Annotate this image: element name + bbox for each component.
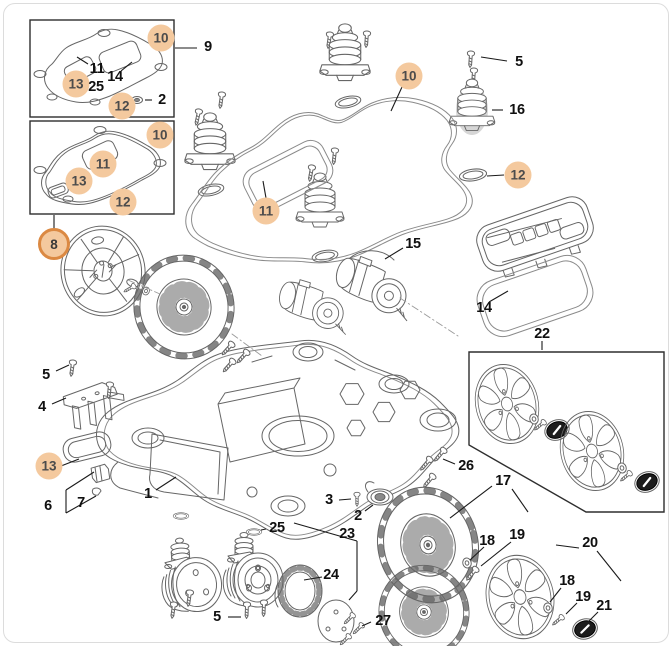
leader-line (120, 61, 133, 72)
callout-10[interactable]: 10 (395, 62, 423, 90)
callout-4[interactable]: 4 (38, 399, 46, 415)
callout-11[interactable]: 11 (89, 61, 105, 77)
group-box (29, 19, 175, 118)
leader-line (361, 621, 372, 627)
leader-line (65, 471, 95, 491)
leader-line (55, 364, 70, 372)
leader-line (449, 485, 493, 519)
leader-line (262, 180, 267, 199)
chassis (95, 339, 460, 540)
callout-2[interactable]: 2 (354, 508, 362, 524)
callout-13[interactable]: 13 (65, 167, 93, 195)
callout-13[interactable]: 13 (35, 452, 63, 480)
callout-2[interactable]: 2 (158, 92, 166, 108)
leader-line (65, 495, 97, 514)
callout-18[interactable]: 18 (559, 573, 575, 589)
callout-8[interactable]: 8 (38, 228, 70, 260)
callout-12[interactable]: 12 (109, 188, 137, 216)
drive-motors (274, 250, 459, 337)
wheel-drum (274, 564, 323, 618)
callout-19[interactable]: 19 (575, 589, 591, 605)
leader-line (76, 56, 89, 65)
callout-5[interactable]: 5 (515, 54, 523, 70)
damper-16 (448, 78, 496, 135)
callout-26[interactable]: 26 (458, 458, 474, 474)
drum-cap (317, 599, 355, 643)
leader-line (555, 544, 580, 549)
leader-line (338, 498, 352, 501)
callout-12[interactable]: 12 (108, 92, 136, 120)
leader-line (260, 528, 267, 531)
group-box (468, 351, 665, 513)
callout-25[interactable]: 25 (88, 79, 104, 95)
leader-lines (51, 47, 622, 627)
leader-line (486, 174, 505, 177)
leader-line (549, 587, 562, 603)
leader-line (60, 458, 80, 467)
dampers (184, 23, 496, 265)
grommet-2 (365, 481, 394, 506)
group-box (29, 120, 175, 215)
callout-16[interactable]: 16 (509, 102, 525, 118)
leader-line (293, 522, 358, 542)
leader-line (596, 550, 622, 582)
leader-line (303, 576, 323, 581)
leader-line (480, 541, 512, 567)
leader-line (348, 590, 358, 601)
callout-5[interactable]: 5 (213, 609, 221, 625)
leader-line (51, 397, 67, 405)
callout-25[interactable]: 25 (269, 520, 285, 536)
gear-unit-center (222, 532, 284, 608)
cable-clip (90, 463, 111, 484)
callout-18[interactable]: 18 (479, 533, 495, 549)
callout-19[interactable]: 19 (509, 527, 525, 543)
leader-line (469, 546, 485, 561)
callout-22[interactable]: 22 (534, 326, 550, 342)
leader-line (364, 504, 374, 512)
leader-line (587, 611, 599, 623)
callout-17[interactable]: 17 (495, 473, 511, 489)
clip-pin (91, 487, 102, 496)
callout-9[interactable]: 9 (204, 39, 212, 55)
callout-7[interactable]: 7 (77, 495, 85, 511)
callout-10[interactable]: 10 (146, 121, 174, 149)
callout-10[interactable]: 10 (147, 24, 175, 52)
leader-line (390, 86, 403, 112)
leader-line (155, 476, 177, 491)
callout-13[interactable]: 13 (62, 70, 90, 98)
callout-15[interactable]: 15 (405, 236, 421, 252)
callout-5[interactable]: 5 (42, 367, 50, 383)
leader-line (442, 458, 456, 465)
callout-11[interactable]: 11 (89, 150, 117, 178)
callout-20[interactable]: 20 (582, 535, 598, 551)
leader-line (488, 290, 509, 303)
seal-13 (62, 431, 112, 463)
callout-23[interactable]: 23 (339, 526, 355, 542)
callout-27[interactable]: 27 (375, 613, 391, 629)
callout-14[interactable]: 14 (107, 69, 123, 85)
leader-line (384, 247, 404, 260)
leader-line (480, 56, 508, 62)
group-boxes (29, 19, 665, 513)
callout-3[interactable]: 3 (325, 492, 333, 508)
leader-line (565, 602, 578, 615)
keypad-panel (476, 196, 594, 278)
callout-12[interactable]: 12 (504, 161, 532, 189)
callout-24[interactable]: 24 (323, 567, 339, 583)
callout-11[interactable]: 11 (252, 197, 280, 225)
leader-line (511, 488, 529, 513)
keypad-gasket (476, 254, 594, 338)
callout-14[interactable]: 14 (476, 300, 492, 316)
callout-21[interactable]: 21 (596, 598, 612, 614)
callout-1[interactable]: 1 (144, 486, 152, 502)
hood-gasket-inner (242, 139, 334, 213)
callout-6[interactable]: 6 (44, 498, 52, 514)
